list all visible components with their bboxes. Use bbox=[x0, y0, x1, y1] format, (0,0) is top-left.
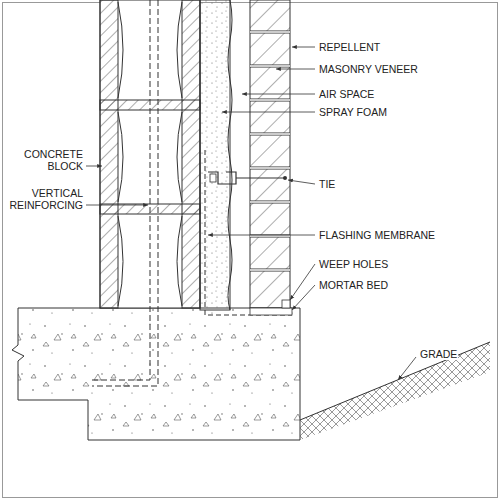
leader-lines bbox=[86, 47, 416, 380]
grade-line bbox=[300, 342, 490, 420]
foam-face bbox=[228, 0, 232, 310]
part-label: FLASHING MEMBRANE bbox=[318, 229, 436, 241]
part-label: MORTAR BED bbox=[318, 279, 389, 291]
part-label: MASONRY VENEER bbox=[318, 63, 419, 75]
part-label: REPELLENT bbox=[318, 41, 381, 53]
part-label: WEEP HOLES bbox=[318, 258, 389, 270]
reinforcing-bar bbox=[92, 0, 158, 386]
foundation bbox=[18, 308, 300, 440]
part-label: TIE bbox=[318, 178, 336, 190]
part-label: SPRAY FOAM bbox=[318, 106, 388, 118]
brick-veneer bbox=[250, 0, 290, 308]
part-label: VERTICAL REINFORCING bbox=[6, 187, 84, 211]
mortar-bed bbox=[250, 308, 292, 315]
part-label: GRADE bbox=[419, 348, 458, 360]
break-line bbox=[12, 308, 24, 400]
part-label: AIR SPACE bbox=[318, 88, 375, 100]
weep-hole bbox=[282, 300, 290, 308]
grade-earth bbox=[300, 342, 490, 440]
tie bbox=[208, 172, 287, 184]
part-label: CONCRETE BLOCK bbox=[12, 148, 84, 172]
